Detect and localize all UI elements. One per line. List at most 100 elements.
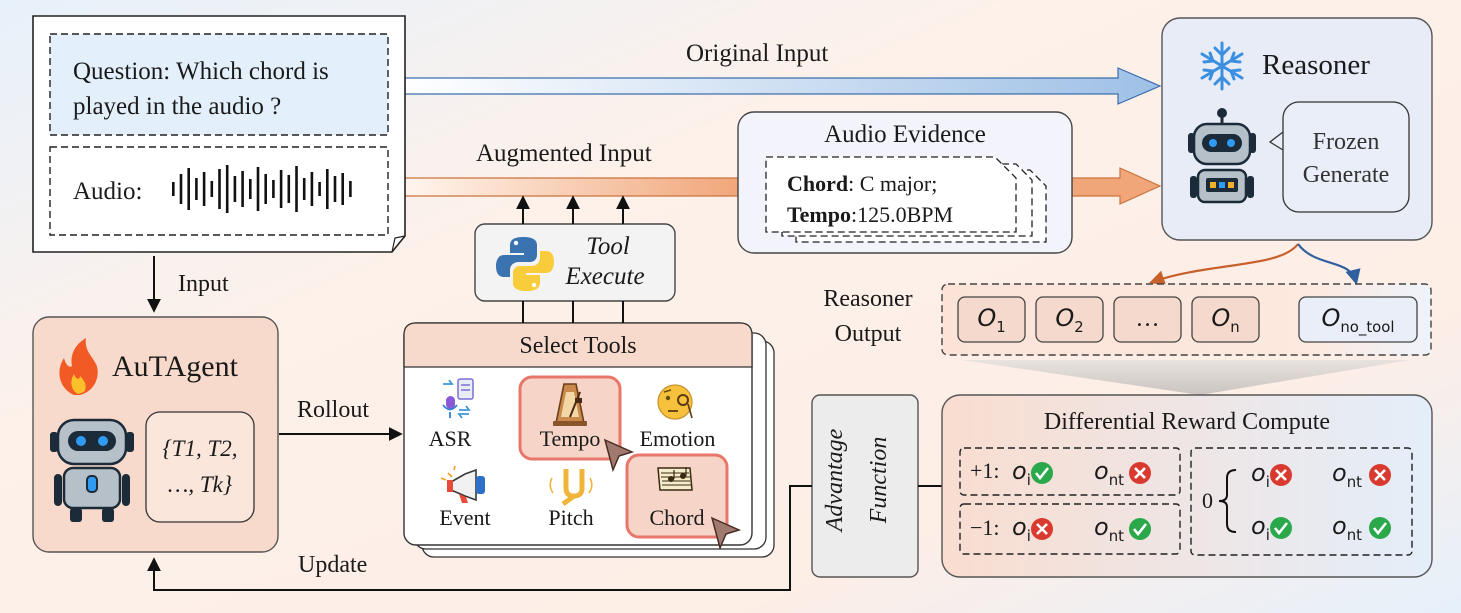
reward-oi-4: oi xyxy=(1251,514,1270,543)
waveform-bar xyxy=(272,180,275,198)
reward-oi-2: oi xyxy=(1012,515,1031,544)
evidence-tempo-value: :125.0BPM xyxy=(850,202,954,227)
question-line-1: Question: Which chord is xyxy=(73,58,329,85)
output-2-base: O xyxy=(1055,303,1075,332)
agent-title: AuTAgent xyxy=(112,350,238,383)
oi-base: o xyxy=(1251,512,1266,540)
reward-ont-1: ont xyxy=(1094,459,1124,488)
reward-title: Differential Reward Compute xyxy=(1043,409,1331,435)
oi-base: o xyxy=(1012,513,1027,541)
check-icon xyxy=(1369,517,1391,539)
output-1-base: O xyxy=(977,303,997,332)
waveform-bar xyxy=(241,171,244,207)
output-n-sub: n xyxy=(1230,317,1240,336)
output-2-sub: 2 xyxy=(1074,317,1084,336)
evidence-chord-value: : C major; xyxy=(848,171,938,196)
evidence-chord: Chord: C major; xyxy=(787,173,937,195)
select-tools-title: Select Tools xyxy=(519,333,637,359)
output-3-base: … xyxy=(1135,306,1160,332)
cross-icon xyxy=(1031,518,1053,540)
waveform-bar xyxy=(341,173,344,205)
tool-execute-line-2: Execute xyxy=(565,263,645,290)
output-1-sub: 1 xyxy=(996,317,1006,336)
reward-ont-4: ont xyxy=(1332,514,1362,543)
reward-ont-2: ont xyxy=(1094,515,1124,544)
reasoner-output-no-tool: Ono_tool xyxy=(1299,297,1417,342)
waveform-bar xyxy=(202,172,206,206)
oi-base: o xyxy=(1012,457,1027,485)
evidence-tempo-key: Tempo xyxy=(787,202,851,227)
waveform-bar xyxy=(249,179,252,199)
audio-evidence-title: Audio Evidence xyxy=(824,121,986,148)
ont-base: o xyxy=(1094,457,1109,485)
tool-tempo: Tempo xyxy=(539,426,601,451)
waveform-bar xyxy=(233,176,237,202)
question-line-2: played in the audio ? xyxy=(73,93,282,120)
ont-base: o xyxy=(1332,512,1347,540)
output-no-tool-sub: no_tool xyxy=(1340,317,1395,336)
tool-asr: ASR xyxy=(428,426,472,451)
waveform-bar xyxy=(295,166,298,212)
reward-minus-one: −1: xyxy=(970,515,1000,540)
evidence-tempo: Tempo:125.0BPM xyxy=(787,204,953,226)
reasoner-output-1: O1 xyxy=(958,297,1025,342)
tool-emotion: Emotion xyxy=(639,426,716,451)
waveform-bar xyxy=(264,174,267,204)
agent-tools-line-1: {T1, T2, xyxy=(162,436,238,461)
advantage-line-1: Advantage xyxy=(822,428,848,532)
tool-pitch: Pitch xyxy=(548,505,594,530)
waveform-bar xyxy=(179,174,183,204)
waveform-bar xyxy=(256,167,260,211)
check-icon xyxy=(1031,462,1053,484)
tool-execute-line-1: Tool xyxy=(586,233,630,260)
ont-base: o xyxy=(1332,459,1347,487)
ont-sub: nt xyxy=(1108,526,1124,545)
reasoner-output-label-2: Output xyxy=(834,321,902,347)
audio-label: Audio: xyxy=(73,178,143,205)
waveform-bar xyxy=(210,181,214,197)
waveform-bar xyxy=(172,182,175,196)
waveform-bar xyxy=(326,169,329,209)
check-icon xyxy=(1129,518,1151,540)
megaphone-icon xyxy=(440,465,485,503)
waveform-icon xyxy=(172,165,352,213)
augmented-input-label: Augmented Input xyxy=(476,140,652,167)
original-input-label: Original Input xyxy=(686,40,829,67)
tuning-fork-icon xyxy=(549,469,593,507)
agent-tools-line-2: …, Tk} xyxy=(167,472,233,497)
cross-icon xyxy=(1369,464,1391,486)
waveform-bar xyxy=(287,175,291,203)
waveform-bar xyxy=(318,182,321,196)
reasoner-bubble-line-2: Generate xyxy=(1302,162,1390,188)
output-n-base: O xyxy=(1211,303,1231,332)
waveform-bar xyxy=(225,165,229,213)
oi-sub: i xyxy=(1026,526,1031,545)
fire-icon xyxy=(59,338,98,395)
python-icon xyxy=(496,237,554,291)
ont-sub: nt xyxy=(1346,525,1362,544)
waveform-bar xyxy=(187,168,190,210)
reasoner-output-2: O2 xyxy=(1036,297,1103,342)
snowflake-icon xyxy=(1200,41,1244,91)
reasoner-title: Reasoner xyxy=(1262,49,1370,81)
reward-plus-one: +1: xyxy=(970,458,1000,483)
update-label: Update xyxy=(298,552,368,578)
reasoner-robot-icon xyxy=(1188,108,1256,204)
ont-sub: nt xyxy=(1346,472,1362,491)
reward-oi-1: oi xyxy=(1012,459,1031,488)
evidence-chord-key: Chord xyxy=(787,171,849,196)
waveform-bar xyxy=(302,178,306,200)
output-no-tool-base: O xyxy=(1321,303,1341,332)
waveform-bar xyxy=(218,169,221,209)
advantage-line-2: Function xyxy=(866,436,892,524)
agent-robot-icon xyxy=(50,418,134,522)
reward-zero: 0 xyxy=(1202,488,1213,513)
reasoner-output-ellipsis: … xyxy=(1114,297,1181,342)
oi-sub: i xyxy=(1265,472,1270,491)
ont-base: o xyxy=(1094,513,1109,541)
input-label: Input xyxy=(178,271,229,297)
reward-oi-3: oi xyxy=(1251,461,1270,490)
cross-icon xyxy=(1129,462,1151,484)
waveform-bar xyxy=(195,178,198,200)
